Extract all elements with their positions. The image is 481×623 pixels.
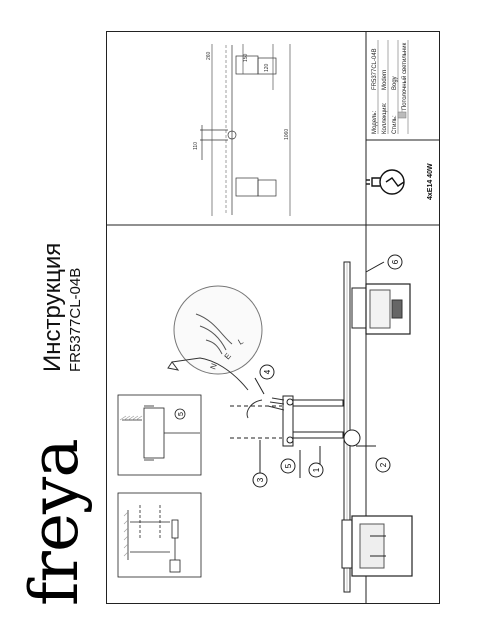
dim-total-length: 1060: [284, 129, 290, 140]
callout-1: [308, 462, 324, 478]
inset-mounting-detail: [117, 394, 202, 476]
lamp-icon: [397, 108, 407, 119]
inset-screw-label: 5: [178, 412, 185, 416]
callout-2-label: 2: [379, 462, 388, 467]
callout-5-label: 5: [284, 463, 293, 468]
spec-style-label: Стиль:: [392, 115, 398, 134]
callout-4-label: 4: [263, 369, 272, 374]
bulb-spec: 4xE14 40W: [427, 163, 434, 200]
callouts: [252, 254, 403, 488]
spec-table: [377, 40, 409, 134]
dim-canopy: 110: [193, 142, 199, 150]
dimension-drawing: [200, 44, 291, 216]
callout-5: [280, 458, 296, 474]
instruction-frame: [106, 31, 440, 604]
spec-type-value: Потолочный светильник: [401, 42, 408, 110]
dim-shade-width: 150: [243, 53, 249, 62]
spec-collection-label: Коллекция:: [382, 102, 388, 134]
spec-collection-value: Modern: [382, 70, 388, 90]
callout-6-label: 6: [391, 259, 400, 264]
wire-letter-n: N: [208, 362, 219, 371]
dim-shade-height: 120: [264, 63, 270, 72]
callout-4: [259, 364, 275, 380]
callout-3: [252, 472, 268, 488]
bulb-icon: [366, 169, 405, 195]
spec-style-value: Bogy: [392, 76, 398, 90]
callout-1-label: 1: [312, 467, 321, 472]
dim-height: 260: [206, 51, 212, 60]
wire-letter-e: E: [223, 351, 233, 361]
wire-letter-l: L: [237, 336, 246, 346]
spec-model-label: Модель:: [372, 110, 378, 134]
spec-model-value: FR5377CL-04B: [372, 48, 378, 90]
callout-6: [387, 254, 403, 270]
callout-2: [375, 457, 391, 473]
assembly-drawing: [167, 261, 413, 593]
inset-ceiling-detail: [117, 492, 202, 578]
callout-3-label: 3: [256, 477, 265, 482]
